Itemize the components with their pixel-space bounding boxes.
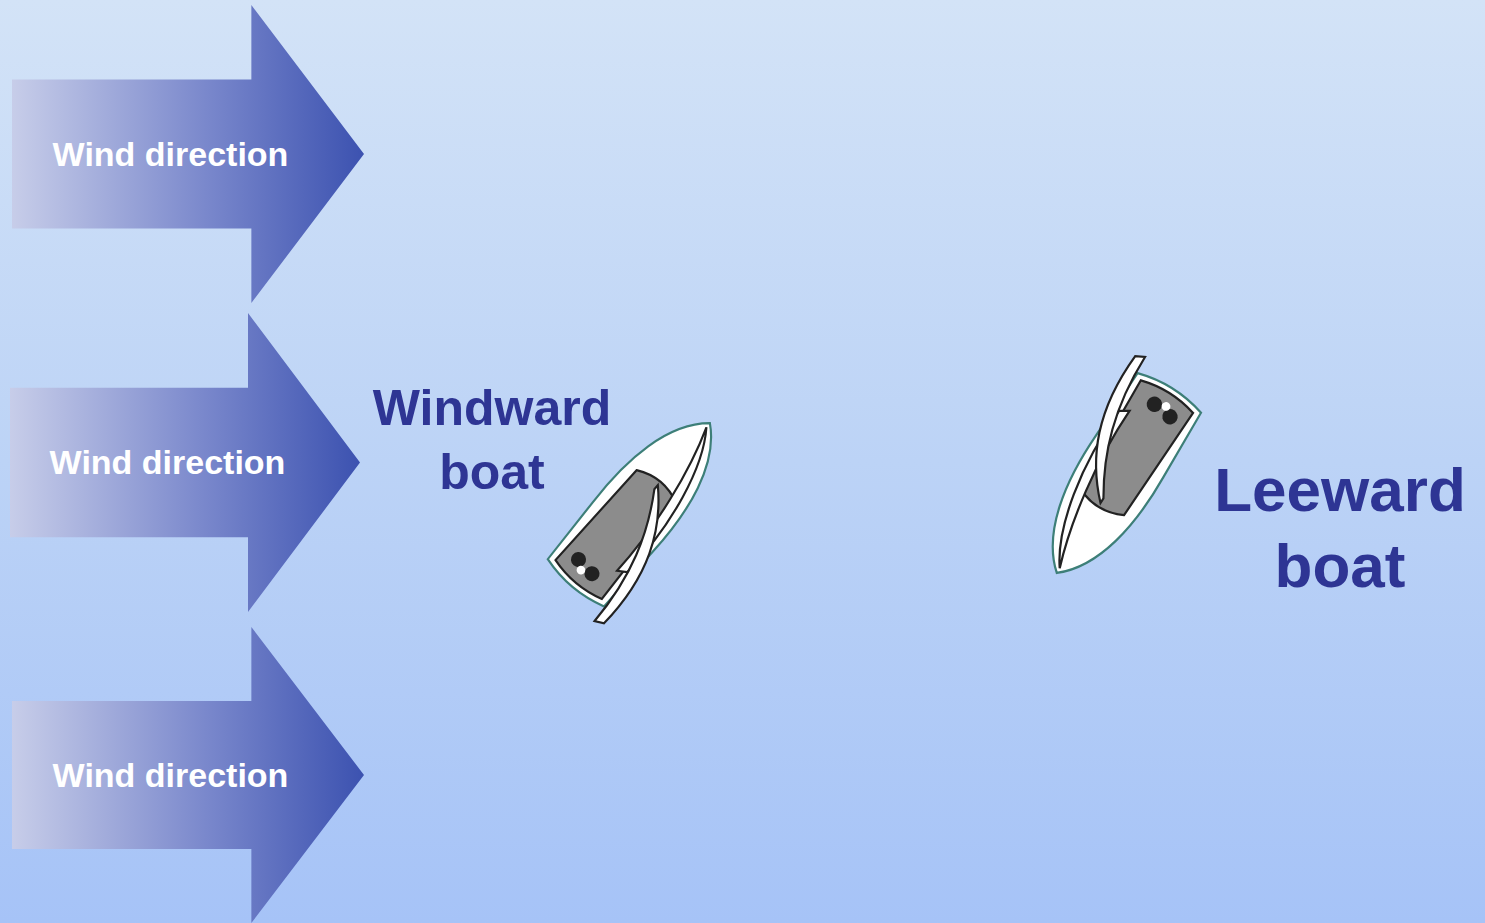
wind-arrow: Wind direction (12, 5, 364, 303)
boat-label: Leeward boat (1198, 452, 1482, 604)
arrow-label: Wind direction (12, 5, 329, 303)
boat-label: Windward boat (352, 376, 632, 504)
arrow-label: Wind direction (10, 313, 325, 612)
arrow-label: Wind direction (12, 627, 329, 923)
wind-arrow: Wind direction (10, 313, 360, 612)
leeward-boat (1015, 352, 1212, 594)
wind-arrow: Wind direction (12, 627, 364, 923)
